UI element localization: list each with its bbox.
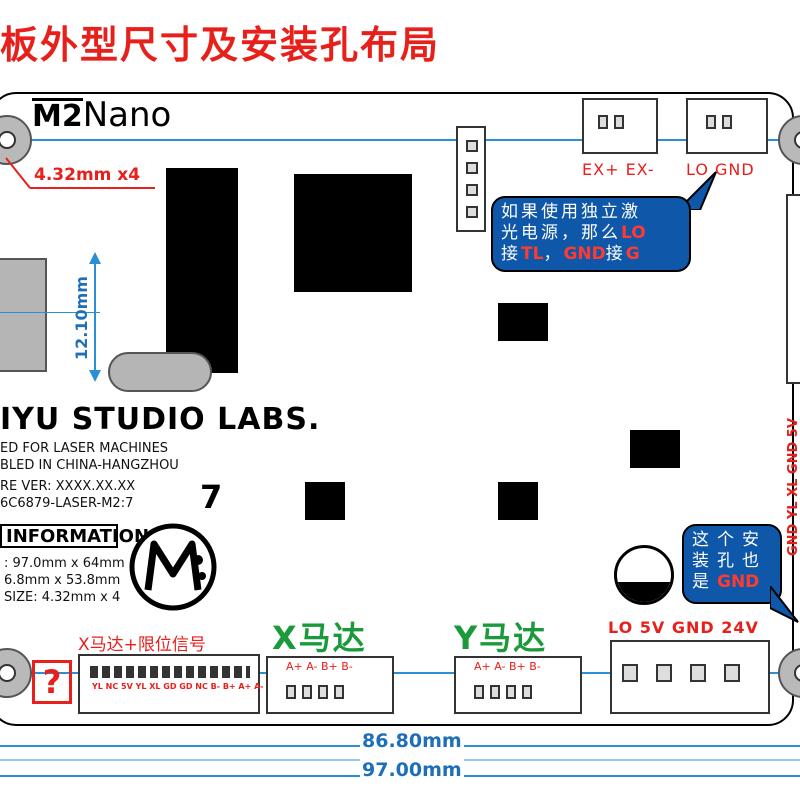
- y-motor-connector: A+ A- B+ B-: [454, 656, 582, 714]
- x-motor-pin-labels: A+ A- B+ B-: [286, 660, 353, 673]
- y-motor-pins: [474, 684, 538, 703]
- header-pin: [466, 206, 478, 218]
- info-title: INFORMATION: [0, 524, 149, 548]
- board-text-line-1: ED FOR LASER MACHINES: [0, 441, 169, 456]
- header-pin: [466, 140, 478, 152]
- gnd-note-bubble: 这个安 装孔也 是GND: [682, 524, 782, 604]
- x-motor-connector: A+ A- B+ B-: [266, 656, 394, 714]
- bubble-top-line-3: 接TL，GND接G: [501, 244, 640, 264]
- x-motor-limit-label: X马达+限位信号: [78, 635, 206, 655]
- studio-name: IYU STUDIO LABS.: [0, 402, 321, 437]
- m-logo-icon: [129, 523, 217, 611]
- info-line-3: SIZE: 4.32mm x 4: [4, 590, 121, 605]
- ex-connector: [582, 98, 658, 154]
- chip-small-4: [498, 482, 538, 520]
- hole-dim-leader: [5, 157, 155, 189]
- logo-m2: M2: [32, 98, 83, 134]
- bubble-top-line-1: 如果使用独立激: [501, 202, 641, 222]
- crystal-oscillator: [108, 352, 212, 392]
- bubble-bottom-line-2: 装孔也: [692, 551, 767, 571]
- hole-centerline-top: [0, 139, 800, 141]
- hole-centerline-bottom: [0, 672, 800, 674]
- header-pin: [466, 162, 478, 174]
- height-dim-label: 12.10mm: [72, 276, 91, 360]
- y-motor-pin-labels: A+ A- B+ B-: [474, 660, 541, 673]
- board-text-line-2: BLED IN CHINA-HANGZHOU: [0, 458, 179, 473]
- board-version-number: 7: [200, 478, 223, 516]
- ex-pins: [598, 114, 630, 133]
- side-connector-label: GND YL XL GND 5V: [786, 418, 800, 556]
- board-text-line-4: 6C6879-LASER-M2:7: [0, 496, 134, 511]
- laser-note-bubble: 如果使用独立激 光电源，那么LO 接TL，GND接G: [491, 196, 691, 272]
- logo-nano: Nano: [82, 95, 172, 135]
- power-connector-label: LO 5V GND 24V: [608, 618, 759, 637]
- info-line-2: 6.8mm x 53.8mm: [4, 573, 121, 588]
- ribbon-pin-labels: YL NC 5V YL XL GD GD NC B- B+ A+ A-: [92, 682, 264, 691]
- board-logo: M2Nano: [32, 98, 171, 133]
- info-line-1: : 97.0mm x 64mm: [4, 556, 125, 571]
- chip-small-1: [498, 303, 548, 341]
- chip-small-3: [305, 482, 345, 520]
- board-text-line-3: RE VER: XXXX.XX.XX: [0, 479, 136, 494]
- bubble-bottom-line-1: 这个安: [692, 530, 767, 550]
- question-icon: ?: [32, 660, 72, 704]
- hole-size-label: 4.32mm x4: [34, 165, 141, 185]
- page-title: 板外型尺寸及安装孔布局: [0, 23, 441, 67]
- power-pins: [622, 664, 746, 686]
- side-connector: [786, 194, 800, 384]
- ribbon-connector: YL NC 5V YL XL GD GD NC B- B+ A+ A-: [78, 654, 264, 714]
- bubble-bottom-line-3: 是GND: [692, 572, 760, 592]
- x-motor-label: X马达: [272, 619, 367, 657]
- width-dim-outer: 97.00mm: [360, 759, 464, 781]
- ex-connector-label: EX+ EX-: [582, 160, 655, 179]
- y-motor-label: Y马达: [454, 619, 548, 657]
- ribbon-pins: [90, 666, 250, 678]
- laser-connector: [686, 98, 768, 154]
- x-motor-pins: [286, 684, 350, 703]
- power-connector: [610, 640, 770, 714]
- laser-connector-label: LO GND: [686, 160, 755, 179]
- usb-centerline: [0, 312, 100, 313]
- chip-mcu: [294, 174, 412, 292]
- header-4pin: [456, 126, 486, 232]
- height-dim-arrow: [89, 252, 101, 382]
- bubble-top-line-2: 光电源，那么LO: [501, 223, 646, 243]
- bubble-bottom-tail: [770, 586, 799, 623]
- capacitor: [614, 545, 674, 605]
- chip-small-2: [630, 430, 680, 468]
- laser-pins: [706, 114, 738, 133]
- header-pin: [466, 184, 478, 196]
- chip-vertical: [166, 168, 238, 373]
- usb-port: [0, 258, 47, 372]
- width-dim-inner: 86.80mm: [360, 730, 464, 752]
